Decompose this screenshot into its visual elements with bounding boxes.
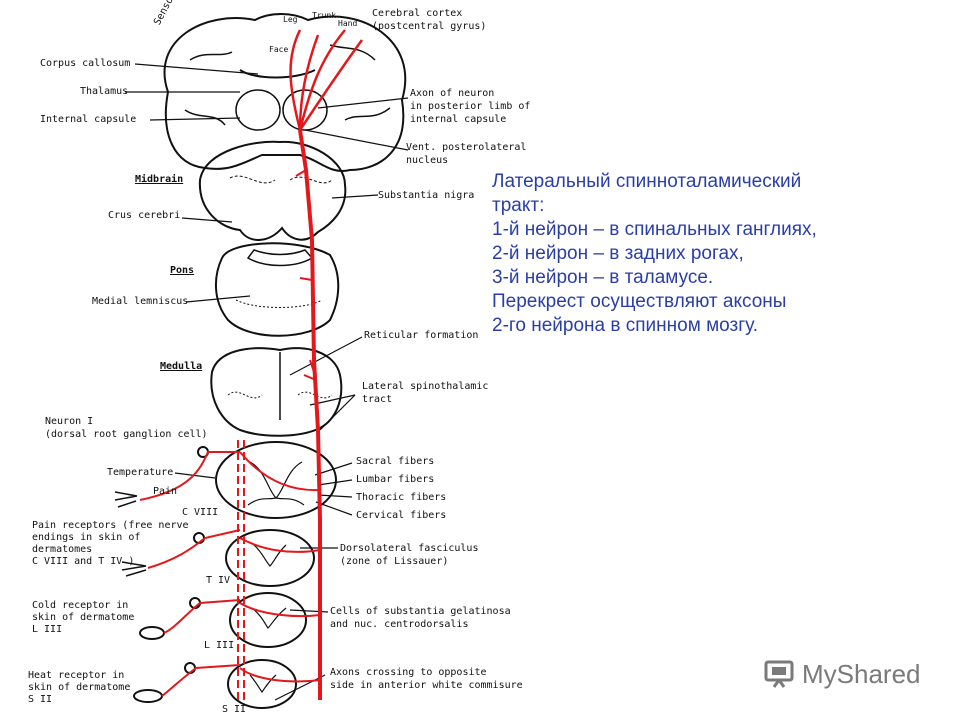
label-pain-receptors-2: endings in skin of xyxy=(32,532,141,543)
spinothalamic-tract-path xyxy=(139,29,364,700)
label-tract: tract xyxy=(362,394,393,405)
midbrain-section xyxy=(198,140,347,241)
description-line: тракт: xyxy=(492,195,545,216)
label-pain-receptors-1: Pain receptors (free nerve xyxy=(32,520,189,531)
label-cerebral-cortex: Cerebral cortex xyxy=(372,8,463,19)
label-neuron-i: Neuron I xyxy=(45,416,94,427)
description-line: 2-го нейрона в спинном мозгу. xyxy=(492,315,758,336)
medulla-section xyxy=(210,347,343,437)
label-c-viii: C VIII xyxy=(182,507,219,518)
label-dorsal-root: (dorsal root ganglion cell) xyxy=(45,429,208,440)
label-nucleus: nucleus xyxy=(406,155,449,166)
label-corpus-callosum: Corpus callosum xyxy=(40,58,131,69)
label-dorsolateral-fasciculus: Dorsolateral fasciculus xyxy=(340,543,479,554)
label-trunk: Trunk xyxy=(312,11,337,20)
label-leg: Leg xyxy=(283,15,298,24)
label-crus-cerebri: Crus cerebri xyxy=(108,210,181,221)
projector-screen-icon xyxy=(764,660,794,688)
label-thalamus: Thalamus xyxy=(80,86,129,97)
label-heat-receptor-2: skin of dermatome xyxy=(28,682,131,693)
label-axons-crossing-2: side in anterior white commisure xyxy=(330,680,523,691)
label-sacral-fibers: Sacral fibers xyxy=(356,456,435,467)
label-pain: Pain xyxy=(153,486,178,497)
label-posterior-limb: in posterior limb of xyxy=(410,101,531,112)
label-internal-capsule: Internal capsule xyxy=(40,114,137,125)
label-temperature: Temperature xyxy=(107,467,174,478)
spinal-cord-sacral xyxy=(227,659,297,709)
label-thoracic-fibers: Thoracic fibers xyxy=(356,492,447,503)
label-heat-receptor-1: Heat receptor in xyxy=(28,670,125,681)
description-line: 1-й нейрон – в спинальных ганглиях, xyxy=(492,219,817,240)
label-cold-receptor-2: skin of dermatome xyxy=(32,612,135,623)
label-postcentral-gyrus: (postcentral gyrus) xyxy=(372,21,487,32)
description-line: Латеральный спинноталамический xyxy=(492,171,802,192)
label-pain-receptors-3: dermatomes xyxy=(32,544,93,555)
label-heat-receptor-3: S II xyxy=(28,694,53,705)
watermark: MyShared xyxy=(764,654,921,694)
description-line: 2-й нейрон – в задних рогах, xyxy=(492,243,744,264)
description-line: Перекрест осуществляют аксоны xyxy=(492,291,787,312)
label-vent-posterolateral: Vent. posterolateral xyxy=(406,142,527,153)
label-axons-crossing-1: Axons crossing to opposite xyxy=(330,667,487,678)
label-cells-gelatinosa-1: Cells of substantia gelatinosa xyxy=(330,606,511,617)
label-reticular-formation: Reticular formation xyxy=(364,330,479,341)
label-substantia-nigra: Substantia nigra xyxy=(378,190,475,201)
label-hand: Hand xyxy=(338,19,358,28)
label-medial-lemniscus: Medial lemniscus xyxy=(92,296,189,307)
spinal-cord-cervical xyxy=(215,441,337,519)
spinal-cord-lumbar xyxy=(229,592,307,648)
label-cold-receptor-1: Cold receptor in xyxy=(32,600,129,611)
label-cells-gelatinosa-2: and nuc. centrodorsalis xyxy=(330,619,469,630)
label-l-iii: L III xyxy=(204,640,235,651)
label-face: Face xyxy=(269,45,289,54)
label-axon-of-neuron: Axon of neuron xyxy=(410,88,495,99)
label-cold-receptor-3: L III xyxy=(32,624,63,635)
label-cervical-fibers: Cervical fibers xyxy=(356,510,447,521)
label-lumbar-fibers: Lumbar fibers xyxy=(356,474,435,485)
label-medulla: Medulla xyxy=(160,361,203,372)
label-internal-capsule-2: internal capsule xyxy=(410,114,507,125)
pons-section xyxy=(214,242,340,337)
watermark-text: MyShared xyxy=(802,658,921,689)
label-lateral-spinothalamic: Lateral spinothalamic xyxy=(362,381,489,392)
label-pain-receptors-4: C VIII and T IV ) xyxy=(32,556,135,567)
label-s-ii: S II xyxy=(222,704,247,715)
description-line: 3-й нейрон – в таламусе. xyxy=(492,267,714,288)
label-t-iv: T IV xyxy=(206,575,231,586)
tract-description: Латеральный спинноталамический тракт: 1-… xyxy=(492,170,912,338)
spinal-cord-thoracic xyxy=(225,529,315,587)
label-zone-of-lissauer: (zone of Lissauer) xyxy=(340,556,449,567)
label-pons: Pons xyxy=(170,265,195,276)
label-midbrain: Midbrain xyxy=(135,174,184,185)
brain-section xyxy=(163,13,407,172)
